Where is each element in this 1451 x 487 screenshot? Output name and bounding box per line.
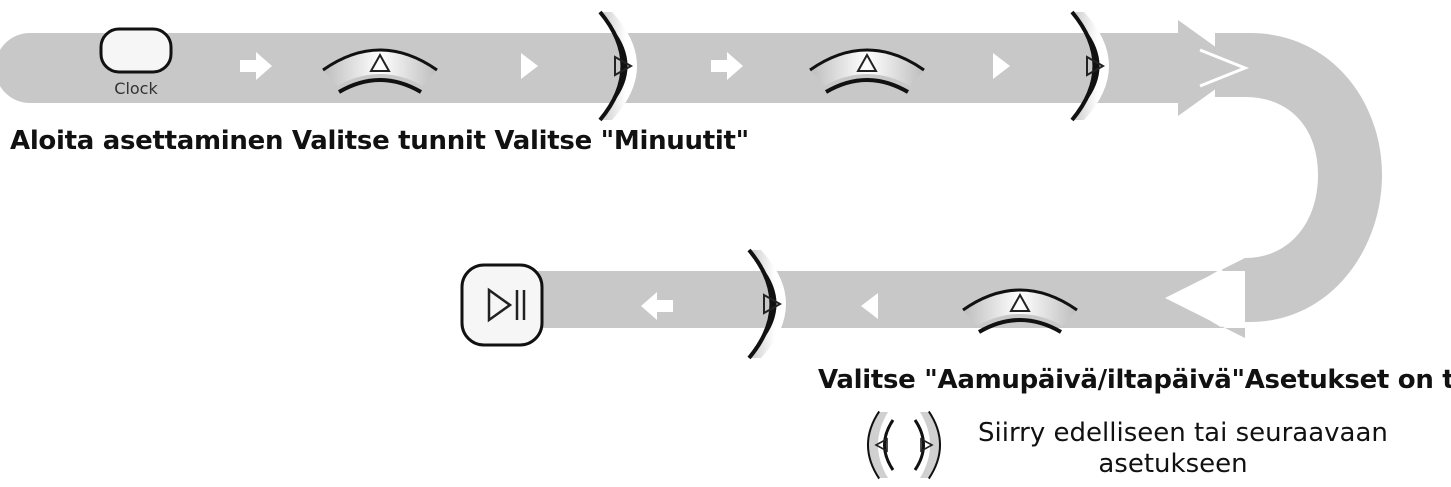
legend-caption: Siirry edelliseen tai seuraavaan asetuks… — [978, 418, 1388, 480]
legend-line-2: asetukseen — [1098, 449, 1248, 479]
clock-button-label: Clock — [114, 79, 158, 98]
right-bracket-button-2[interactable] — [1070, 10, 1109, 122]
flow-arrow-right-1 — [240, 52, 272, 80]
flow-arrow-right-4 — [993, 53, 1010, 79]
right-triangle-icon — [763, 293, 783, 315]
up-triangle-icon — [1009, 292, 1031, 312]
left-triangle-icon — [874, 437, 888, 453]
flow-u-turn — [1215, 33, 1382, 322]
right-triangle-icon — [1086, 55, 1106, 77]
legend-line-1: Siirry edelliseen tai seuraavaan — [978, 418, 1388, 448]
flow-arrow-right-3 — [711, 52, 743, 80]
flow-arrow-right-2 — [521, 53, 538, 79]
up-triangle-icon — [856, 52, 878, 72]
up-arc-button-2[interactable] — [809, 48, 925, 94]
arrow-head-outline-bottom — [1172, 268, 1223, 328]
flow-arrow-left-2 — [861, 293, 878, 319]
up-arc-button-1[interactable] — [322, 48, 438, 94]
right-triangle-icon — [920, 437, 934, 453]
right-bracket-button-1[interactable] — [598, 10, 637, 122]
up-triangle-icon — [369, 52, 391, 72]
bottom-row-caption: Valitse "Aamupäivä/iltapäivä"Asetukset o… — [818, 365, 1451, 395]
legend-left-right-icon — [867, 410, 941, 480]
top-row-caption: Aloita asettaminen Valitse tunnit Valits… — [10, 126, 749, 156]
play-pause-icon — [487, 287, 513, 323]
arrow-head-outline-top — [1199, 48, 1250, 88]
up-arc-button-3[interactable] — [962, 288, 1078, 334]
right-triangle-icon — [614, 55, 634, 77]
flow-arrow-left-1 — [641, 292, 673, 320]
right-bracket-button-3[interactable] — [747, 248, 786, 360]
clock-button[interactable] — [99, 27, 173, 74]
start-pause-button[interactable] — [460, 263, 544, 347]
